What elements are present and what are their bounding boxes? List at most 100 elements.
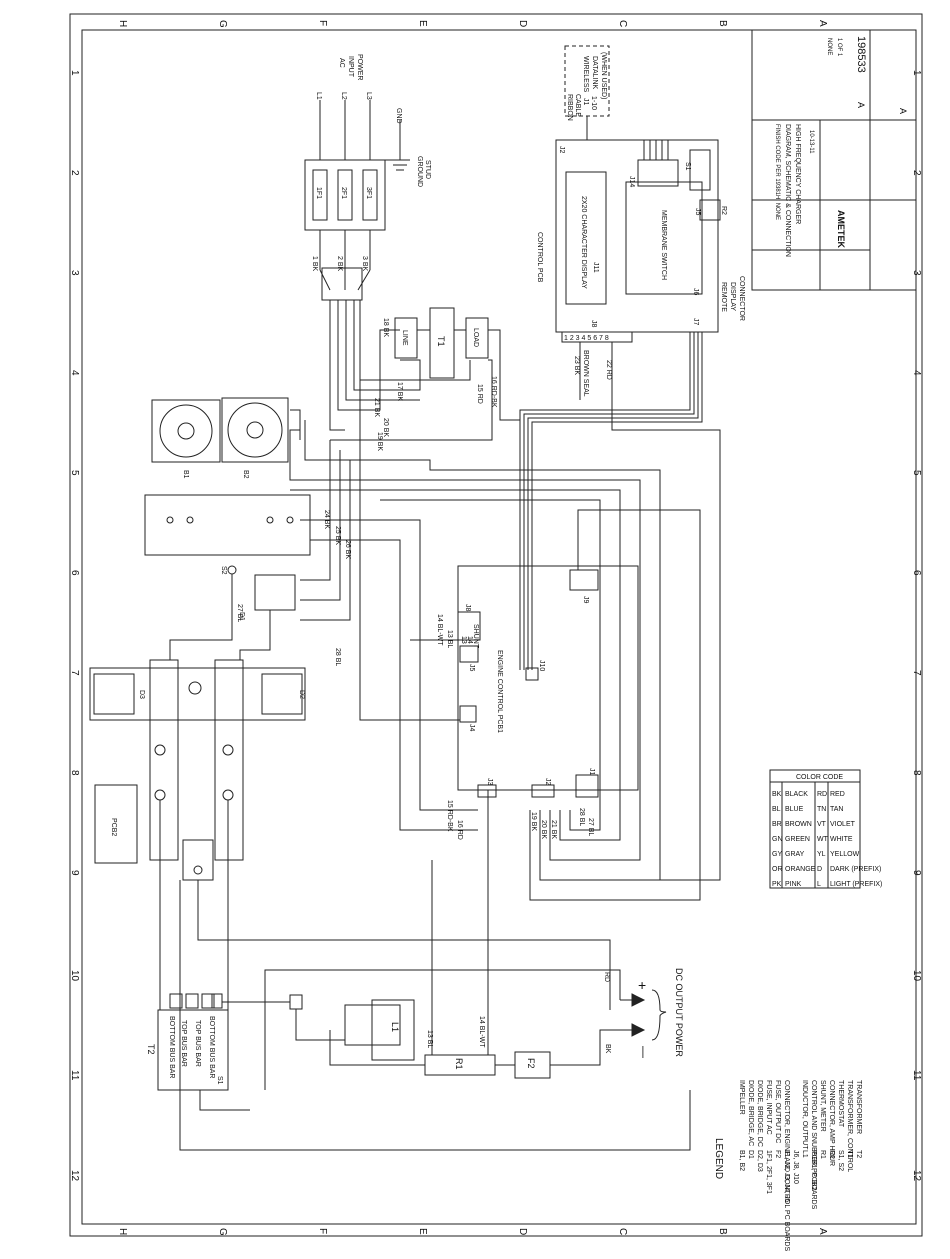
cp-j14: J14 <box>628 176 635 187</box>
zone-row-top-D: D <box>517 20 528 27</box>
wire-28-bl: 28 BL <box>334 648 341 666</box>
legend-description: DIODE, BRIDGE, AC <box>747 1080 754 1146</box>
ep-j2: J2 <box>544 778 551 786</box>
color-code-abbr: GY <box>772 851 782 858</box>
engine-pcb-title: ENGINE CONTROL PCB1 <box>496 650 503 733</box>
ep-shunt: SHUNT <box>472 624 479 649</box>
wire-brown: BROWN SEAL <box>582 350 589 397</box>
input-power-label-3: POWER <box>356 54 363 80</box>
legend-designator: D1 <box>747 1150 754 1159</box>
legend-designator: J1, J2, J3, J4, J5 <box>783 1150 790 1203</box>
fan-b1 <box>151 399 221 463</box>
cp-s1: S1 <box>684 162 691 171</box>
transformer-t1 <box>429 307 455 379</box>
busbar-4: BOTTOM BUS BAR <box>208 1016 215 1079</box>
display-label: 2X20 CHARACTER DISPLAY <box>580 196 587 289</box>
legend-description: CONTROL AND SNUBBER PC BOARDS <box>810 1080 817 1210</box>
remote-display-3: CONNECTOR <box>738 276 745 321</box>
zone-col-right-12: 12 <box>911 1170 922 1182</box>
gnd-label: GND <box>395 108 402 124</box>
color-code-name: ORANGE <box>785 866 816 873</box>
ep-j4: J4 <box>468 724 475 732</box>
cp-j8: J8 <box>590 320 597 328</box>
legend-designator: PCB1, PCB2 <box>810 1150 817 1191</box>
dc-plus: + <box>638 977 646 993</box>
color-code-abbr: BL <box>772 806 781 813</box>
ep-j3: J3 <box>486 778 493 786</box>
color-code-name: YELLOW <box>830 851 860 858</box>
color-code-abbr: YL <box>817 851 826 858</box>
ep-pin14: 14 <box>466 636 473 644</box>
color-code-name: BROWN <box>785 821 812 828</box>
zone-col-right-8: 8 <box>911 770 922 776</box>
inductor-l1 <box>371 999 415 1061</box>
color-code-name: RED <box>830 791 845 798</box>
scale-label: NONE <box>826 38 832 55</box>
cp-pins: 1 2 3 4 5 6 7 8 <box>564 335 609 342</box>
wire-21-bk: 21 BK <box>373 398 380 417</box>
membrane-label: MEMBRANE SWITCH <box>660 210 667 280</box>
ep-j5: J5 <box>468 664 475 672</box>
fuse-2f1: 2F1 <box>340 187 347 199</box>
zone-col-right-6: 6 <box>911 570 922 576</box>
diode-d2 <box>261 673 303 715</box>
cp-j7: J7 <box>692 318 699 326</box>
color-code-name: GREEN <box>785 836 810 843</box>
legend-designator: R2 <box>828 1150 835 1159</box>
color-code-name: WHITE <box>830 836 853 843</box>
cp-j6: J6 <box>692 288 699 296</box>
wire-bk: BK <box>604 1044 611 1054</box>
zone-col-right-9: 9 <box>911 870 922 876</box>
zone-row-bottom-B: B <box>717 1228 728 1235</box>
legend-designator: J6, J8, J10 <box>792 1150 799 1184</box>
pcb2-label: PCB2 <box>110 818 117 836</box>
wire-14-bl-wt: 14 BL-WT <box>436 614 443 646</box>
pin-header <box>561 331 633 343</box>
zone-col-left-1: 1 <box>69 70 80 76</box>
legend-designator: 1F1, 2F1, 3F1 <box>765 1150 772 1194</box>
transformer-t2 <box>157 1009 229 1091</box>
dc-output-label: DC OUTPUT POWER <box>674 968 684 1057</box>
color-code-abbr: L <box>817 881 821 888</box>
rev-label: A <box>898 108 908 114</box>
zone-col-left-9: 9 <box>69 870 80 876</box>
wire-1-bk: 1 BK <box>311 256 318 272</box>
input-power-label: AC <box>338 58 345 68</box>
control-pcb <box>555 139 719 333</box>
wire-3-bk: 3 BK <box>361 256 368 272</box>
color-code-name: LIGHT (PREFIX) <box>830 881 882 888</box>
line-l2: L2 <box>340 92 347 100</box>
wire-20-bk-bot: 20 BK <box>540 820 547 839</box>
wire-25-bk: 25 BK <box>334 526 341 545</box>
zone-col-right-5: 5 <box>911 470 922 476</box>
f2-label: F2 <box>526 1058 536 1069</box>
dwg-number: 198533 <box>855 36 867 73</box>
color-code-name: DARK (PREFIX) <box>830 866 881 873</box>
wire-19-bk-bot: 19 BK <box>530 812 537 831</box>
legend-description: SHUNT, METER <box>819 1080 826 1132</box>
color-code-name: TAN <box>830 806 843 813</box>
zone-col-right-7: 7 <box>911 670 922 676</box>
zone-col-right-10: 10 <box>911 970 922 982</box>
finish-code: FINISH CODE PER 19381H: NONE <box>774 124 780 220</box>
d2-label: D2 <box>298 690 305 699</box>
control-pcb-title: CONTROL PCB <box>536 232 543 283</box>
zone-row-bottom-H: H <box>117 1228 128 1235</box>
zone-col-right-4: 4 <box>911 370 922 376</box>
busbar-2: TOP BUS BAR <box>180 1020 187 1067</box>
t1-load: LOAD <box>472 328 479 347</box>
busbar-3: TOP BUS BAR <box>194 1020 201 1067</box>
zone-col-left-2: 2 <box>69 170 80 176</box>
color-code-name: PINK <box>785 881 802 888</box>
dc-minus: — <box>637 1046 651 1058</box>
wire-19-bk: 19 BK <box>376 432 383 451</box>
ribbon-4: 1-10 <box>590 96 597 110</box>
sheet-label: 1 OF 1 <box>836 38 842 57</box>
wire-27-bl: 27 BL <box>236 604 243 622</box>
color-code-abbr: VT <box>817 821 827 828</box>
wireless-1: WIRELESS <box>582 56 589 93</box>
legend-description: DIODE, BRIDGE, DC <box>756 1080 763 1147</box>
